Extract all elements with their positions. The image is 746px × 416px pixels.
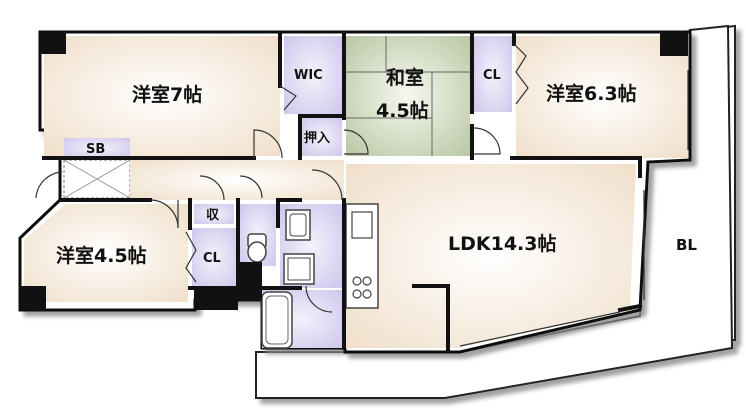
room-western-7 xyxy=(44,36,280,156)
label-cl-upper: CL xyxy=(483,68,501,83)
kitchen-counter xyxy=(345,203,379,309)
toilet-room xyxy=(240,204,276,266)
storage-small xyxy=(194,204,234,224)
room-ldk xyxy=(346,164,636,348)
closet-upper xyxy=(474,36,512,112)
label-japanese-line2: 4.5帖 xyxy=(376,99,429,122)
label-ldk: LDK14.3帖 xyxy=(448,232,556,255)
closet-oshiire xyxy=(302,118,342,156)
label-western-7: 洋室7帖 xyxy=(132,83,202,106)
label-cl-lower: CL xyxy=(203,251,221,266)
door-swings xyxy=(35,43,529,313)
label-oshiire: 押入 xyxy=(304,130,330,146)
windows xyxy=(459,70,689,347)
washroom xyxy=(280,204,342,288)
room-japanese xyxy=(346,36,470,156)
label-storage: 収 xyxy=(206,208,220,223)
label-wic: WIC xyxy=(294,68,323,83)
room-western-4-5 xyxy=(24,204,188,302)
shoe-box xyxy=(64,138,130,158)
label-western-6-3: 洋室6.3帖 xyxy=(546,82,637,105)
room-western-6-3 xyxy=(516,36,688,158)
bathroom xyxy=(261,290,342,349)
label-japanese-line1: 和室 xyxy=(386,66,424,89)
label-western-4-5: 洋室4.5帖 xyxy=(56,244,147,267)
pillars xyxy=(20,32,688,310)
room-wic xyxy=(284,36,342,114)
label-sb: SB xyxy=(86,142,105,157)
closet-lower xyxy=(192,228,236,288)
label-balcony: BL xyxy=(676,236,697,254)
hallway xyxy=(130,160,344,200)
walls xyxy=(42,32,643,352)
entrance xyxy=(63,159,131,199)
